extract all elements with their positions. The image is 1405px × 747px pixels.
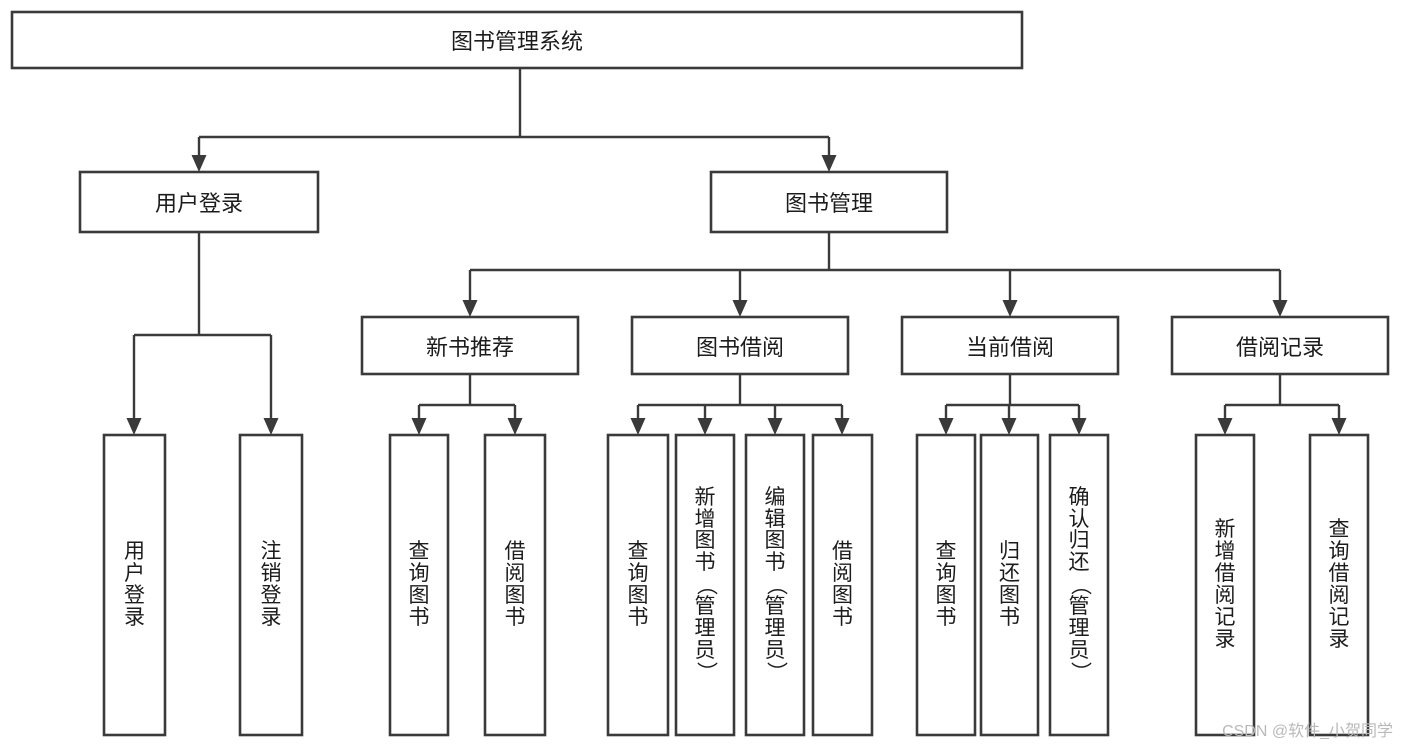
leaf-node-0-用户登录-box[interactable] bbox=[102, 433, 167, 737]
edge-userlogin-to-leaves-arrow-1 bbox=[263, 418, 279, 435]
edge-bookmgmt-to-level3-arrow-3 bbox=[1272, 300, 1288, 317]
edge-borrow-to-leaves-arrow-3 bbox=[834, 418, 850, 435]
leaf-node-9-归还图书-box[interactable] bbox=[979, 433, 1040, 737]
level3-node-新书推荐-box[interactable] bbox=[360, 315, 580, 376]
leaf-node-2-查询图书-box[interactable] bbox=[388, 433, 450, 737]
level3-node-当前借阅-box[interactable] bbox=[900, 315, 1120, 376]
edge-root-to-level2-arrow-0 bbox=[191, 155, 207, 172]
edge-current-to-leaves-arrow-2 bbox=[1071, 418, 1087, 435]
root-node-box[interactable] bbox=[10, 10, 1024, 70]
edge-borrow-to-leaves-arrow-1 bbox=[697, 418, 713, 435]
node-box-layer bbox=[10, 10, 1390, 737]
edge-borrow-to-leaves-arrow-2 bbox=[767, 418, 783, 435]
edge-bookmgmt-to-level3-arrow-1 bbox=[732, 300, 748, 317]
leaf-node-3-借阅图书-box[interactable] bbox=[483, 433, 547, 737]
level3-node-借阅记录-box[interactable] bbox=[1170, 315, 1390, 376]
edge-bookmgmt-to-level3-arrow-0 bbox=[462, 300, 478, 317]
leaf-node-11-新增借阅记录-box[interactable] bbox=[1194, 433, 1256, 737]
leaf-node-4-查询图书-box[interactable] bbox=[606, 433, 670, 737]
level3-node-图书借阅-box[interactable] bbox=[630, 315, 850, 376]
edge-newbook-to-leaves-arrow-1 bbox=[507, 418, 523, 435]
level2-node-图书管理-box[interactable] bbox=[709, 170, 949, 234]
leaf-node-6-编辑图书管理员-box[interactable] bbox=[744, 433, 806, 737]
level2-node-用户登录-box[interactable] bbox=[78, 170, 320, 234]
edge-borrow-to-leaves-arrow-0 bbox=[630, 418, 646, 435]
edge-newbook-to-leaves-arrow-0 bbox=[411, 418, 427, 435]
edge-bookmgmt-to-level3-arrow-2 bbox=[1002, 300, 1018, 317]
connector-layer bbox=[126, 68, 1347, 435]
edge-current-to-leaves-arrow-1 bbox=[1001, 418, 1017, 435]
edge-userlogin-to-leaves-arrow-0 bbox=[126, 418, 142, 435]
leaf-node-8-查询图书-box[interactable] bbox=[915, 433, 977, 737]
edge-root-to-level2-arrow-1 bbox=[821, 155, 837, 172]
leaf-node-5-新增图书管理员-box[interactable] bbox=[674, 433, 736, 737]
leaf-node-7-借阅图书-box[interactable] bbox=[811, 433, 874, 737]
edge-current-to-leaves-arrow-0 bbox=[938, 418, 954, 435]
leaf-node-10-确认归还管理员-box[interactable] bbox=[1048, 433, 1110, 737]
leaf-node-12-查询借阅记录-box[interactable] bbox=[1308, 433, 1370, 737]
edge-record-to-leaves-arrow-0 bbox=[1217, 418, 1233, 435]
leaf-node-1-注销登录-box[interactable] bbox=[238, 433, 304, 737]
edge-record-to-leaves-arrow-1 bbox=[1331, 418, 1347, 435]
